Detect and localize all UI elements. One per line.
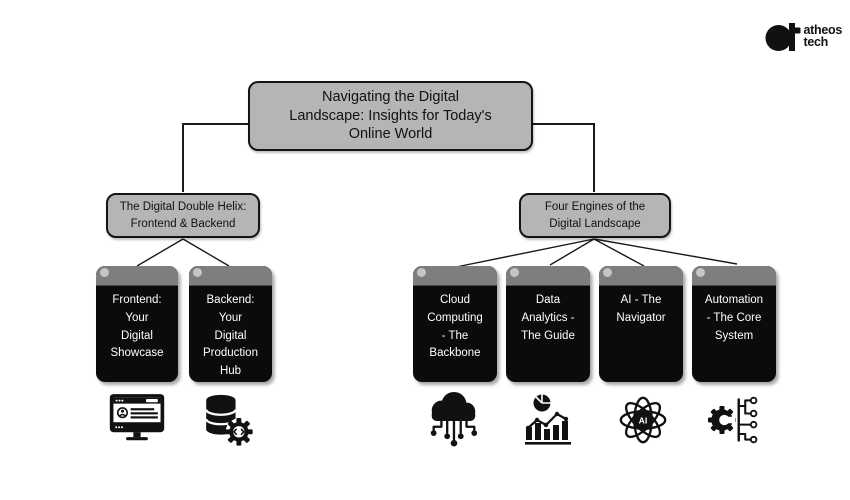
card-pin xyxy=(417,268,426,277)
card-pin xyxy=(696,268,705,277)
card-header xyxy=(413,266,497,286)
connector-root-to-right-branch xyxy=(533,123,595,192)
connector-branch-to-cloud xyxy=(455,238,595,268)
branch-label: The Digital Double Helix:Frontend & Back… xyxy=(119,201,247,230)
card-pin xyxy=(603,268,612,277)
connector-root-to-left-branch xyxy=(182,123,248,192)
logo-text-line1: atheos xyxy=(803,22,843,37)
card-header xyxy=(692,266,776,286)
card-header xyxy=(189,266,272,286)
connector-branch-to-automation xyxy=(593,238,738,265)
connector-branch-to-ai xyxy=(593,238,645,267)
connector-branch-to-analytics xyxy=(549,238,595,266)
card-header xyxy=(96,266,178,286)
brand-name: atheos tech xyxy=(803,22,843,49)
logo-text-line2: tech xyxy=(803,35,829,49)
card-header xyxy=(506,266,590,286)
card-header xyxy=(599,266,683,286)
frontend-monitor-icon xyxy=(108,394,166,450)
card-pin xyxy=(193,268,202,277)
branch-node-double-helix: The Digital Double Helix:Frontend & Back… xyxy=(106,193,260,238)
brand-logo: atheos tech xyxy=(765,19,843,53)
automation-gear-icon xyxy=(708,392,762,453)
card-pin xyxy=(510,268,519,277)
ai-atom-icon: AI xyxy=(616,393,670,452)
card-pin xyxy=(100,268,109,277)
brand-logo-icon xyxy=(765,23,800,51)
connector-branch-to-frontend xyxy=(136,238,184,267)
backend-database-icon xyxy=(201,392,254,452)
ai-icon-label: AI xyxy=(639,415,648,425)
data-analytics-icon xyxy=(522,392,574,453)
cloud-computing-icon xyxy=(424,391,482,454)
connector-branch-to-backend xyxy=(182,238,230,267)
